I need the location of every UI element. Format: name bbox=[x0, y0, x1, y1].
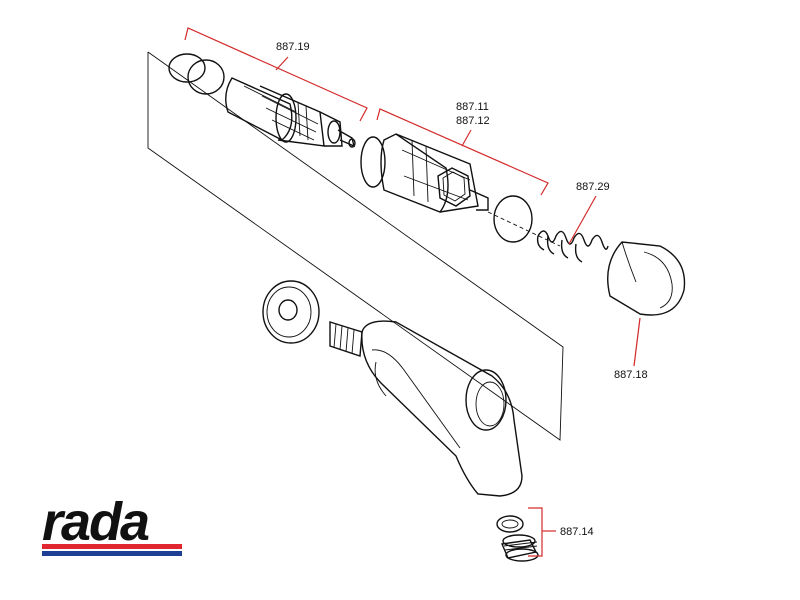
label-cartridge: 887.19 bbox=[276, 41, 310, 53]
seal-ring bbox=[493, 195, 533, 243]
label-body-upper: 887.11 bbox=[456, 101, 489, 113]
o-ring-pair bbox=[168, 53, 225, 95]
assembly-plane-outline bbox=[147, 51, 564, 441]
cap bbox=[607, 241, 686, 316]
rada-logo-text: rada bbox=[42, 492, 149, 552]
cartridge-assembly bbox=[225, 77, 356, 148]
label-body-lower: 887.12 bbox=[456, 115, 490, 127]
callout-brackets bbox=[184, 27, 641, 557]
body-housing bbox=[360, 133, 489, 213]
axis-lines bbox=[487, 211, 561, 247]
label-cap: 887.18 bbox=[614, 369, 648, 381]
logo-blue-stripe bbox=[42, 551, 182, 556]
spout-body bbox=[361, 320, 523, 497]
washer bbox=[262, 280, 320, 344]
outlet-parts bbox=[496, 515, 539, 562]
rada-logo: rada bbox=[42, 492, 182, 556]
threaded-stem bbox=[329, 321, 363, 357]
label-outlet: 887.14 bbox=[560, 526, 594, 538]
label-spring: 887.29 bbox=[576, 181, 610, 193]
logo-red-stripe bbox=[42, 544, 182, 549]
spring bbox=[536, 230, 609, 263]
